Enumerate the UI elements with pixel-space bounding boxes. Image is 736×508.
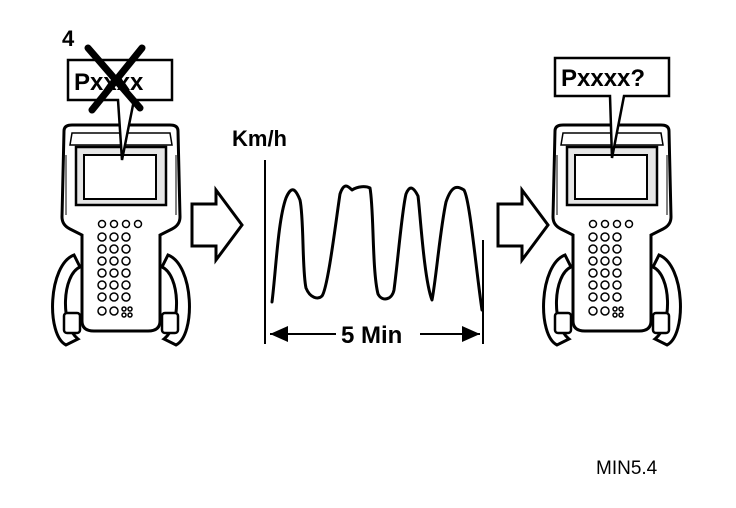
left-callout: Pxxxx xyxy=(66,44,174,161)
right-callout: Pxxxx? xyxy=(553,56,671,159)
arrow-right-icon xyxy=(190,188,244,262)
graph-y-label: Km/h xyxy=(232,126,287,151)
duration-label: 5 Min xyxy=(341,322,402,349)
right-code-label: Pxxxx? xyxy=(561,65,645,92)
reference-code: MIN5.4 xyxy=(596,458,658,479)
speed-graph: Km/h 5 Min xyxy=(232,126,484,349)
cross-out-icon xyxy=(84,44,146,114)
speed-trace xyxy=(270,184,484,312)
arrow-right-icon-2 xyxy=(496,188,550,262)
step-number: 4 xyxy=(62,26,75,51)
